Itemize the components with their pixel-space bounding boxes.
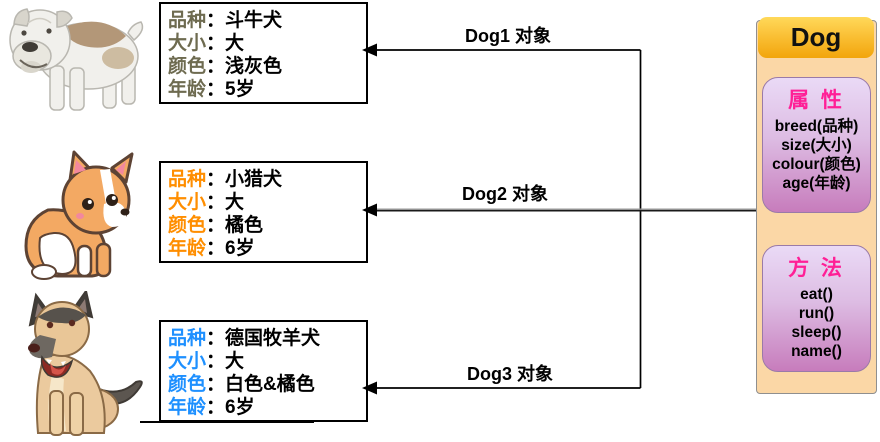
bulldog-image — [0, 0, 150, 114]
colon-separator: ： — [206, 56, 226, 77]
dog3-arrow-label: Dog3 对象 — [466, 364, 553, 384]
field-row: 品种：斗牛犬 — [168, 9, 366, 32]
field-row: 品种：小猎犬 — [168, 168, 366, 191]
field-value: 白色&橘色 — [225, 374, 315, 395]
colon-separator: ： — [206, 10, 226, 31]
field-value: 5岁 — [225, 79, 255, 100]
field-row: 颜色：浅灰色 — [168, 55, 366, 78]
colon-separator: ： — [206, 33, 226, 54]
field-value: 大 — [225, 33, 245, 54]
field-row: 颜色：橘色 — [168, 214, 366, 237]
dog2-arrowhead-icon — [362, 203, 377, 217]
field-value: 斗牛犬 — [225, 10, 283, 31]
field-value: 6岁 — [225, 238, 255, 259]
field-value: 大 — [225, 192, 245, 213]
field-label: 年龄 — [168, 238, 207, 259]
colon-separator: ： — [206, 397, 226, 418]
corgi-image — [14, 146, 144, 284]
field-label: 年龄 — [168, 79, 207, 100]
colon-separator: ： — [206, 192, 226, 213]
field-label: 颜色 — [168, 56, 207, 77]
field-row: 大小：大 — [168, 32, 366, 55]
colon-separator: ： — [206, 79, 226, 100]
field-row: 大小：大 — [168, 350, 366, 373]
field-label: 大小 — [168, 192, 207, 213]
attributes-header: 属 性 — [788, 89, 845, 112]
field-label: 品种 — [168, 10, 207, 31]
german-shepherd-illustration-icon — [28, 288, 143, 436]
field-label: 年龄 — [168, 397, 207, 418]
field-label: 颜色 — [168, 215, 207, 236]
attribute-item: size(大小) — [781, 137, 852, 154]
dog1-attribute-box: 品种：斗牛犬 大小：大 颜色：浅灰色 年龄：5岁 — [159, 2, 368, 104]
dog2-arrow-label: Dog2 对象 — [461, 184, 548, 204]
field-row: 品种：德国牧羊犬 — [168, 327, 366, 350]
field-label: 品种 — [168, 169, 207, 190]
colon-separator: ： — [206, 351, 226, 372]
field-label: 大小 — [168, 33, 207, 54]
method-item: run() — [798, 305, 835, 322]
attribute-item: colour(颜色) — [772, 156, 861, 173]
dog2-attribute-box: 品种：小猎犬 大小：大 颜色：橘色 年龄：6岁 — [159, 161, 368, 263]
field-label: 大小 — [168, 351, 207, 372]
method-item: sleep() — [791, 324, 842, 341]
field-row: 年龄：6岁 — [168, 237, 366, 260]
dog-class-title: Dog — [758, 17, 874, 58]
field-row: 大小：大 — [168, 191, 366, 214]
bottom-underline — [140, 421, 314, 423]
field-row: 年龄：5岁 — [168, 78, 366, 101]
german-shepherd-image — [0, 288, 150, 442]
field-value: 浅灰色 — [225, 56, 283, 77]
dog1-arrow-label: Dog1 对象 — [464, 26, 551, 46]
method-item: eat() — [800, 286, 833, 303]
field-label: 颜色 — [168, 374, 207, 395]
corgi-illustration-icon — [24, 150, 134, 280]
field-value: 德国牧羊犬 — [225, 328, 321, 349]
field-row: 年龄：6岁 — [168, 396, 366, 419]
field-value: 大 — [225, 351, 245, 372]
dog3-arrowhead-icon — [362, 381, 377, 395]
dog1-arrowhead-icon — [362, 43, 377, 57]
field-value: 小猎犬 — [225, 169, 283, 190]
field-value: 6岁 — [225, 397, 255, 418]
colon-separator: ： — [206, 215, 226, 236]
field-value: 橘色 — [225, 215, 264, 236]
methods-section: 方 法 eat() run() sleep() name() — [762, 245, 871, 372]
colon-separator: ： — [206, 328, 226, 349]
field-row: 颜色：白色&橘色 — [168, 373, 366, 396]
bulldog-illustration-icon — [9, 8, 144, 111]
attribute-item: age(年龄) — [782, 175, 851, 192]
methods-header: 方 法 — [788, 257, 845, 280]
dog3-attribute-box: 品种：德国牧羊犬 大小：大 颜色：白色&橘色 年龄：6岁 — [159, 320, 368, 422]
attributes-section: 属 性 breed(品种) size(大小) colour(颜色) age(年龄… — [762, 77, 871, 213]
colon-separator: ： — [206, 169, 226, 190]
field-label: 品种 — [168, 328, 207, 349]
attribute-item: breed(品种) — [774, 118, 859, 135]
colon-separator: ： — [206, 374, 226, 395]
method-item: name() — [791, 343, 842, 360]
colon-separator: ： — [206, 238, 226, 259]
